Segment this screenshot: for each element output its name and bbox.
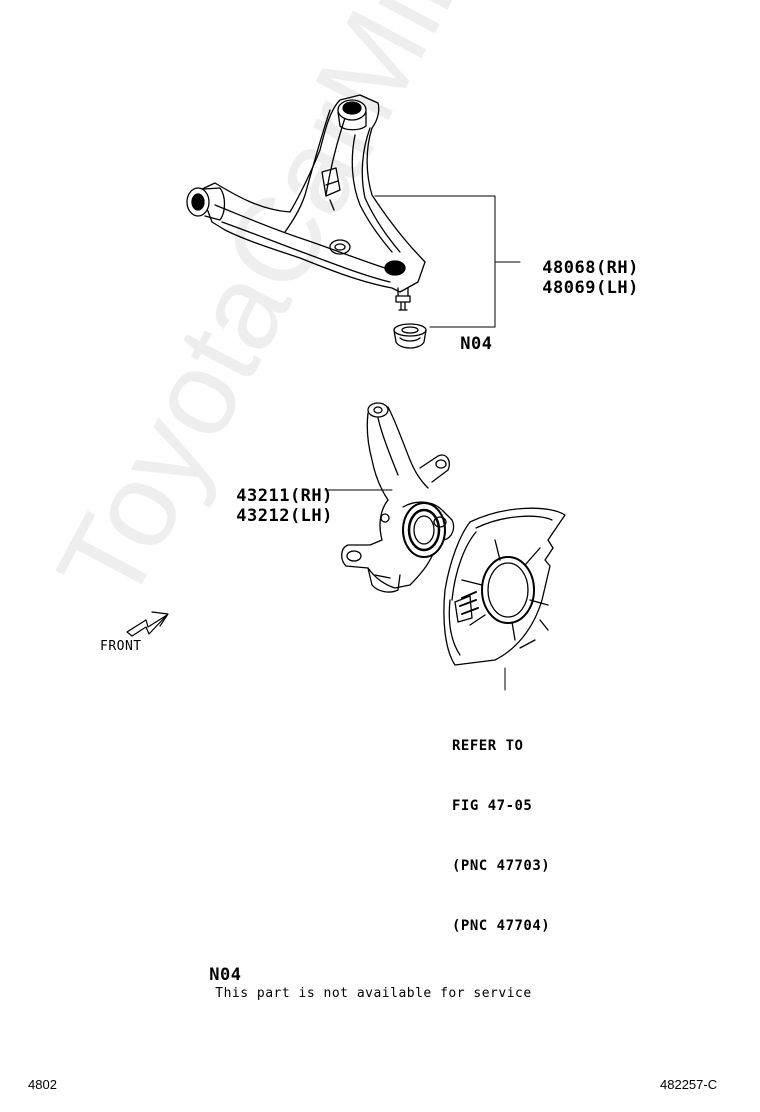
part-code-n04-text: N04 [460,334,493,354]
part-number-lower-arm-lh[interactable]: 48069(LH) [522,264,639,297]
disc-dust-cover [443,507,566,666]
part-number-lower-arm-rh[interactable]: 48068(RH) [522,244,639,277]
part-number-lower-arm-rh-text: 48068(RH) [542,258,639,278]
service-note-code: N04 [209,965,242,985]
part-code-n04[interactable]: N04 [440,320,492,353]
front-arrow-icon [126,611,169,637]
service-note-text: This part is not available for service [215,986,532,1001]
front-label: FRONT [100,639,142,654]
footer-right-code: 482257-C [660,1077,718,1092]
service-note: N04 This part is not available for servi… [190,951,532,1001]
refer-line-3: (PNC 47703) [452,858,551,874]
leader-lines-arm [374,195,521,328]
part-number-knuckle-lh[interactable]: 43212(LH) [216,492,333,525]
steering-knuckle [341,402,455,593]
footer-left-code: 4802 [28,1077,57,1092]
part-number-lower-arm-lh-text: 48069(LH) [542,278,639,298]
part-number-knuckle-rh[interactable]: 43211(RH) [216,472,333,505]
part-number-knuckle-lh-text: 43212(LH) [236,506,333,526]
refer-line-2: FIG 47-05 [452,798,533,814]
lower-control-arm [186,94,427,349]
refer-line-1: REFER TO [452,738,524,754]
refer-note[interactable]: REFER TO FIG 47-05 (PNC 47703) (PNC 4770… [452,696,550,956]
part-number-knuckle-rh-text: 43211(RH) [236,486,333,506]
refer-line-4: (PNC 47704) [452,918,551,934]
